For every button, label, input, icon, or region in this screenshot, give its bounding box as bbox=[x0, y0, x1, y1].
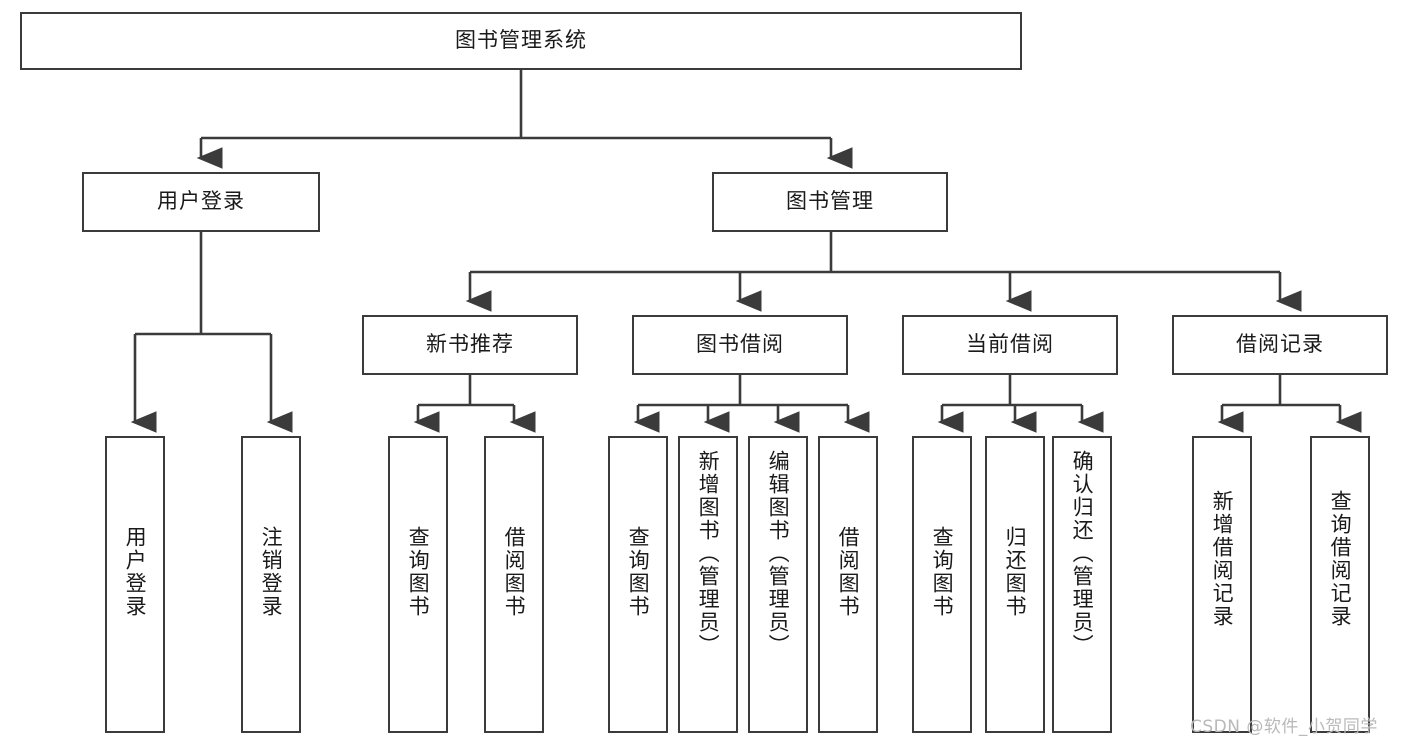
leaf-bb-edit[interactable]: 编辑图书（管理员） bbox=[748, 436, 808, 733]
leaf-bb-query-label: 查询图书 bbox=[626, 526, 651, 618]
node-book-manage[interactable]: 图书管理 bbox=[712, 172, 948, 232]
leaf-cb-query-label: 查询图书 bbox=[930, 526, 955, 618]
node-root[interactable]: 图书管理系统 bbox=[20, 12, 1022, 70]
leaf-bb-query[interactable]: 查询图书 bbox=[608, 436, 668, 733]
leaf-user-login-label: 用户登录 bbox=[123, 526, 148, 618]
node-current-borrow-label: 当前借阅 bbox=[966, 332, 1054, 357]
leaf-rec-borrow[interactable]: 借阅图书 bbox=[484, 436, 544, 733]
leaf-user-login[interactable]: 用户登录 bbox=[105, 436, 165, 733]
leaf-rec-borrow-label: 借阅图书 bbox=[502, 526, 527, 618]
node-user-login-label: 用户登录 bbox=[157, 189, 245, 214]
leaf-cb-confirm-label: 确认归还（管理员） bbox=[1070, 450, 1095, 657]
leaf-bb-borrow-label: 借阅图书 bbox=[836, 526, 861, 618]
leaf-br-add[interactable]: 新增借阅记录 bbox=[1192, 436, 1252, 733]
node-user-login[interactable]: 用户登录 bbox=[82, 172, 320, 232]
node-new-book-rec-label: 新书推荐 bbox=[426, 332, 514, 357]
leaf-user-logout[interactable]: 注销登录 bbox=[241, 436, 301, 733]
leaf-br-query[interactable]: 查询借阅记录 bbox=[1310, 436, 1370, 733]
node-current-borrow[interactable]: 当前借阅 bbox=[902, 315, 1118, 375]
leaf-rec-query-label: 查询图书 bbox=[406, 526, 431, 618]
leaf-cb-query[interactable]: 查询图书 bbox=[912, 436, 972, 733]
leaf-bb-edit-label: 编辑图书（管理员） bbox=[766, 450, 791, 657]
node-book-borrow[interactable]: 图书借阅 bbox=[632, 315, 848, 375]
leaf-bb-borrow[interactable]: 借阅图书 bbox=[818, 436, 878, 733]
leaf-br-add-label: 新增借阅记录 bbox=[1210, 490, 1235, 628]
node-new-book-rec[interactable]: 新书推荐 bbox=[362, 315, 578, 375]
leaf-rec-query[interactable]: 查询图书 bbox=[388, 436, 448, 733]
node-borrow-record-label: 借阅记录 bbox=[1236, 332, 1324, 357]
leaf-bb-add-label: 新增图书（管理员） bbox=[696, 450, 721, 657]
node-root-label: 图书管理系统 bbox=[455, 28, 587, 53]
node-borrow-record[interactable]: 借阅记录 bbox=[1172, 315, 1388, 375]
leaf-user-logout-label: 注销登录 bbox=[259, 526, 284, 618]
leaf-br-query-label: 查询借阅记录 bbox=[1328, 490, 1353, 628]
leaf-cb-confirm[interactable]: 确认归还（管理员） bbox=[1052, 436, 1112, 733]
leaf-cb-return[interactable]: 归还图书 bbox=[985, 436, 1045, 733]
leaf-cb-return-label: 归还图书 bbox=[1003, 526, 1028, 618]
csdn-watermark: CSDN @软件_小贺同学 bbox=[1190, 717, 1378, 737]
leaf-bb-add[interactable]: 新增图书（管理员） bbox=[678, 436, 738, 733]
node-book-borrow-label: 图书借阅 bbox=[696, 332, 784, 357]
node-book-manage-label: 图书管理 bbox=[786, 189, 874, 214]
